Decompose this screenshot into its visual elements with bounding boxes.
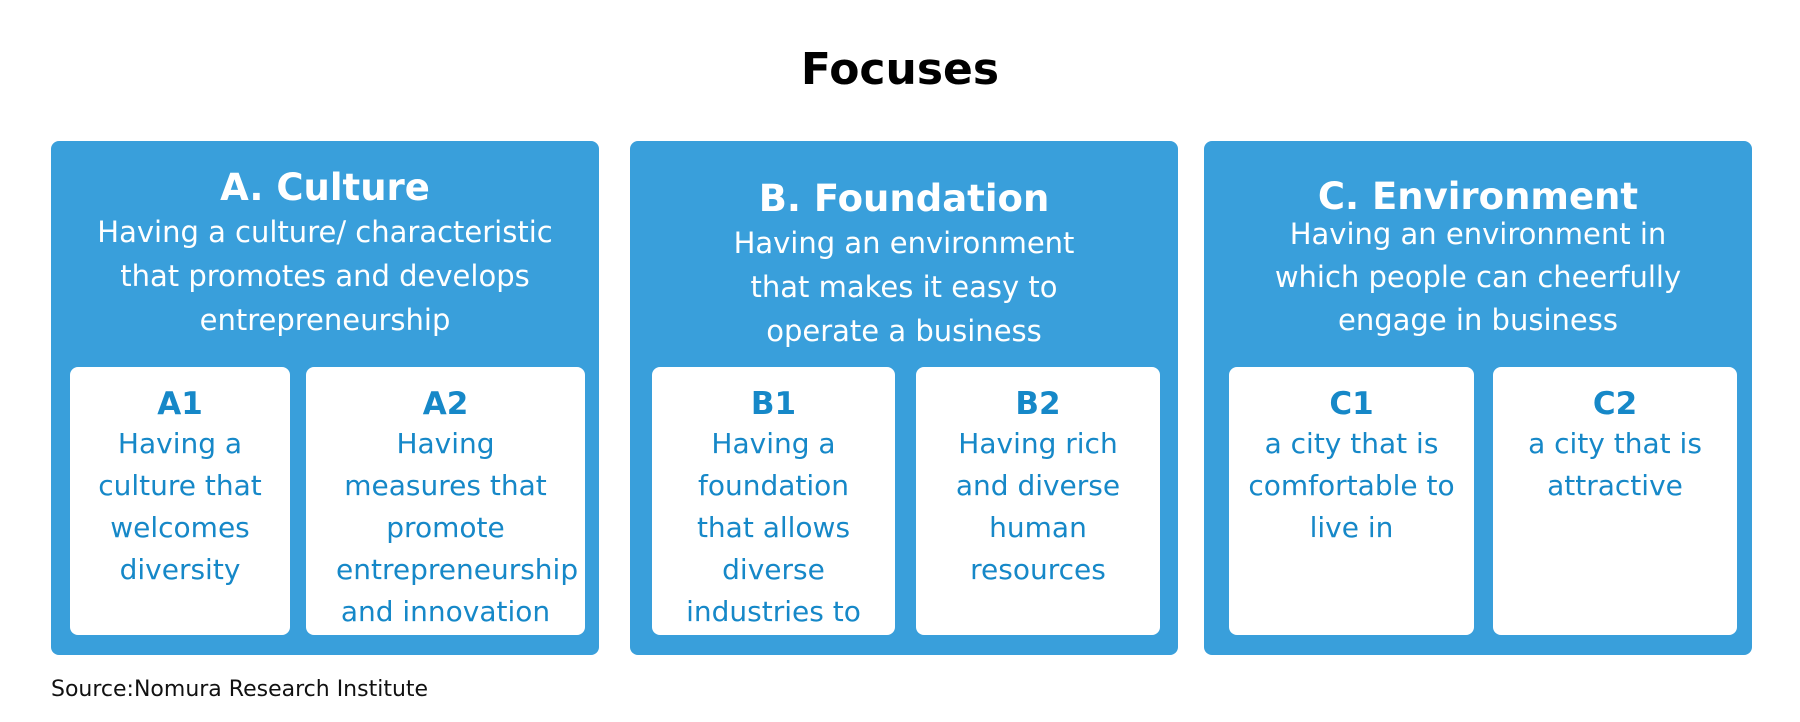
focus-box-environment: C. Environment Having an environment in …: [1204, 141, 1752, 655]
item-text: a city that is comfortable to live in: [1248, 427, 1455, 544]
focus-item-a1: A1 Having a culture that welcomes divers…: [70, 367, 290, 635]
item-text: Having measures that promote entrepreneu…: [336, 427, 579, 628]
item-code: A1: [157, 386, 203, 422]
item-code: B1: [750, 386, 797, 422]
diagram-title: Focuses: [800, 44, 1000, 95]
focus-heading: C. Environment: [1317, 175, 1639, 218]
focus-box-foundation: B. Foundation Having an environment that…: [630, 141, 1178, 655]
item-code: A2: [422, 386, 469, 422]
item-code: C1: [1329, 386, 1374, 422]
item-code: B2: [1015, 386, 1061, 422]
focus-description: Having a culture/ characteristic that pr…: [97, 215, 553, 337]
focus-item-c1: C1 a city that is comfortable to live in: [1229, 367, 1474, 635]
item-text: Having rich and diverse human resources: [955, 427, 1121, 586]
focus-heading: B. Foundation: [758, 177, 1050, 220]
source-note: Source:Nomura Research Institute: [51, 677, 429, 702]
focus-description: Having an environment in which people ca…: [1274, 217, 1682, 337]
item-text: Having a culture that welcomes diversity: [98, 427, 262, 586]
item-text: a city that is attractive: [1528, 427, 1702, 502]
focus-description: Having an environment that makes it easy…: [733, 226, 1075, 348]
focus-heading: A. Culture: [220, 166, 430, 209]
focus-box-culture: A. Culture Having a culture/ characteris…: [51, 141, 599, 655]
focus-item-b2: B2 Having rich and diverse human resourc…: [916, 367, 1160, 635]
focus-item-c2: C2 a city that is attractive: [1493, 367, 1737, 635]
focus-item-b1: B1 Having a foundation that allows diver…: [652, 367, 895, 635]
item-text: Having a foundation that allows diverse …: [686, 427, 861, 628]
focus-item-a2: A2 Having measures that promote entrepre…: [306, 367, 585, 635]
item-code: C2: [1592, 386, 1638, 422]
